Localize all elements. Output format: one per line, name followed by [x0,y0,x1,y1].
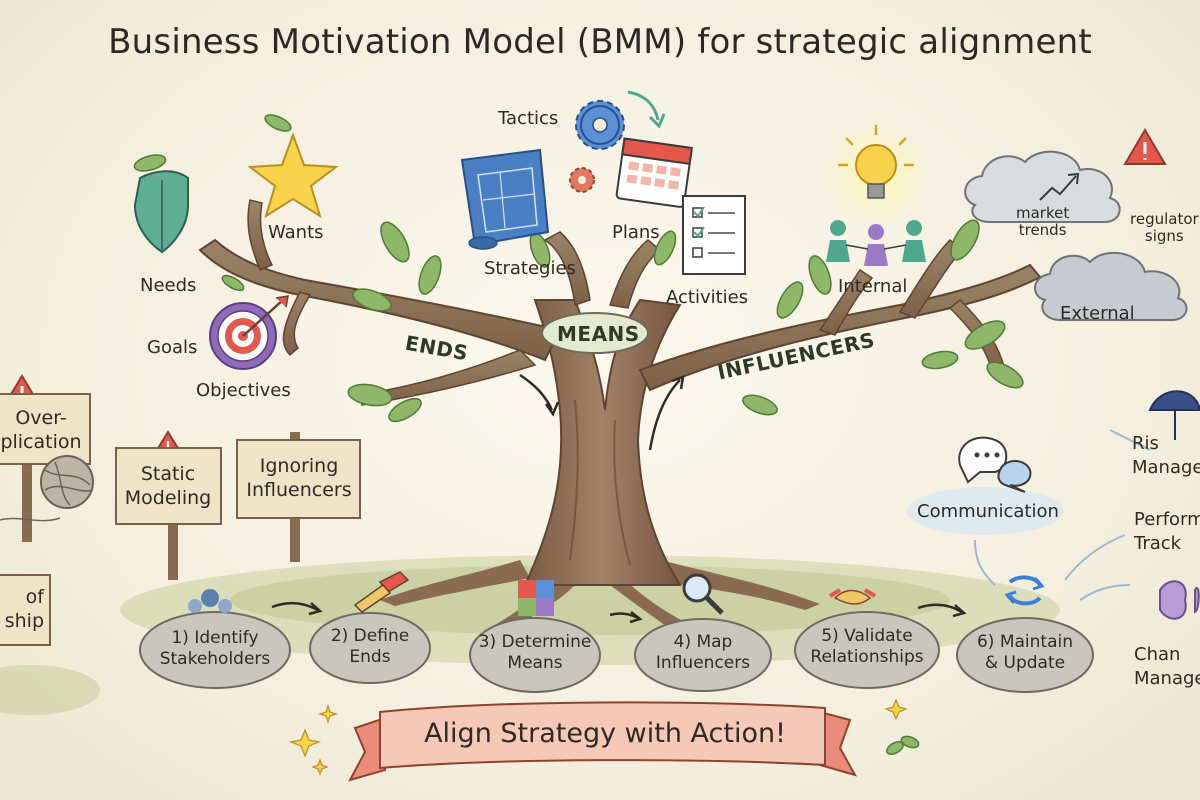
star-icon [247,114,339,219]
step-5-label: 5) Validate Relationships [810,626,924,667]
calendar-icon [615,137,693,208]
step-icons [188,571,1045,616]
branch-label-shapes [519,312,685,451]
banner-text: Align Strategy with Action! [424,718,786,749]
influencers-regulatory-signs-label: regulator signs [1130,210,1199,245]
means-tactics-label: Tactics [498,108,559,129]
step-2-label: 2) Define Ends [330,626,410,667]
step-arrows [271,601,967,624]
page-title: Business Motivation Model (BMM) for stra… [108,22,1092,62]
checklist-icon [682,195,746,275]
benefit-communication-label: Communication [917,501,1059,522]
influencers-market-trends-label: market trends [1016,204,1070,239]
sparkle-icons [288,698,908,776]
means-activities-label: Activities [666,287,749,308]
benefit-risk-label: Ris Manage [1132,433,1200,478]
pitfall-ignoring-influencers: Ignoring Influencers [246,455,352,501]
people-icon [826,220,926,266]
ends-goals-label: Goals [147,337,198,358]
pitfall-over-complication: Over- plication [0,407,82,453]
ends-objectives-label: Objectives [196,380,291,401]
branch-label-means: MEANS [557,322,640,346]
target-icon [209,274,289,370]
step-6-label: 6) Maintain & Update [976,632,1073,673]
shield-icon [133,154,189,254]
step-3-label: 3) Determine Means [478,632,592,673]
pitfall-ownership: of ship [4,586,44,632]
benefit-performance-label: Perform Track [1134,509,1200,554]
blueprint-icon [460,148,550,250]
cloud-icon [964,150,1188,321]
means-strategies-label: Strategies [484,258,576,279]
gear-icon [569,90,666,193]
pitfall-static-modeling: Static Modeling [124,463,212,509]
step-4-label: 4) Map Influencers [655,632,751,673]
means-plans-label: Plans [612,222,660,243]
ends-wants-label: Wants [268,222,324,243]
banner-ribbon [348,701,858,782]
pitfall-signs [0,393,361,646]
benefit-change-label: Chan Manage [1134,644,1200,689]
process-stones [139,611,1094,693]
sprout-icon [886,735,920,755]
leaves [347,219,1024,423]
influencers-internal-label: Internal [838,276,908,297]
benefit-shapes [907,390,1200,620]
lightbulb-icon [821,120,931,230]
influencers-external-label: External [1060,303,1135,324]
step-1-label: 1) Identify Stakeholders [159,628,271,669]
ends-needs-label: Needs [140,275,197,296]
